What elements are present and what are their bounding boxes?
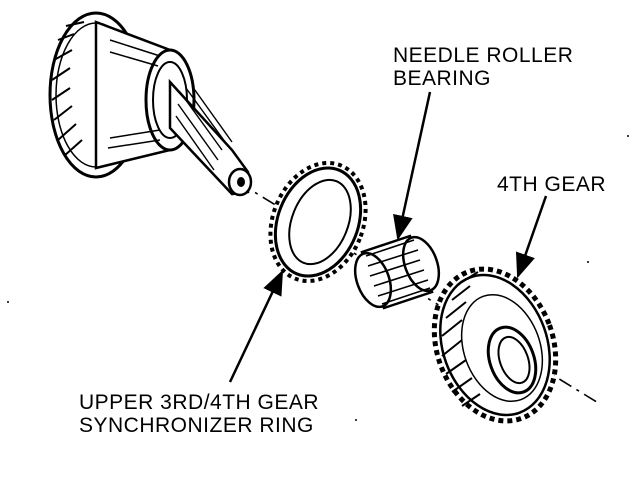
synchronizer-leader xyxy=(228,269,284,383)
needle-bearing-leader xyxy=(393,91,432,241)
mainshaft-assembly xyxy=(48,11,253,197)
synchronizer-ring-label-line2: SYNCHRONIZER RING xyxy=(79,414,314,437)
needle-roller-bearing-label: NEEDLE ROLLER BEARING xyxy=(393,44,573,90)
fourth-gear xyxy=(431,266,559,424)
synchronizer-ring-label-line1: UPPER 3RD/4TH GEAR xyxy=(79,391,320,414)
scan-speckles xyxy=(7,135,629,421)
needle-roller-bearing xyxy=(353,234,441,310)
synchronizer-ring xyxy=(268,160,368,284)
synchronizer-ring-label: UPPER 3RD/4TH GEAR SYNCHRONIZER RING xyxy=(79,391,319,437)
needle-roller-bearing-label-line2: BEARING xyxy=(393,67,492,90)
needle-roller-bearing-label-line1: NEEDLE ROLLER xyxy=(393,44,574,67)
fourth-gear-label: 4TH GEAR xyxy=(497,173,607,196)
fourth-gear-leader xyxy=(515,195,548,279)
